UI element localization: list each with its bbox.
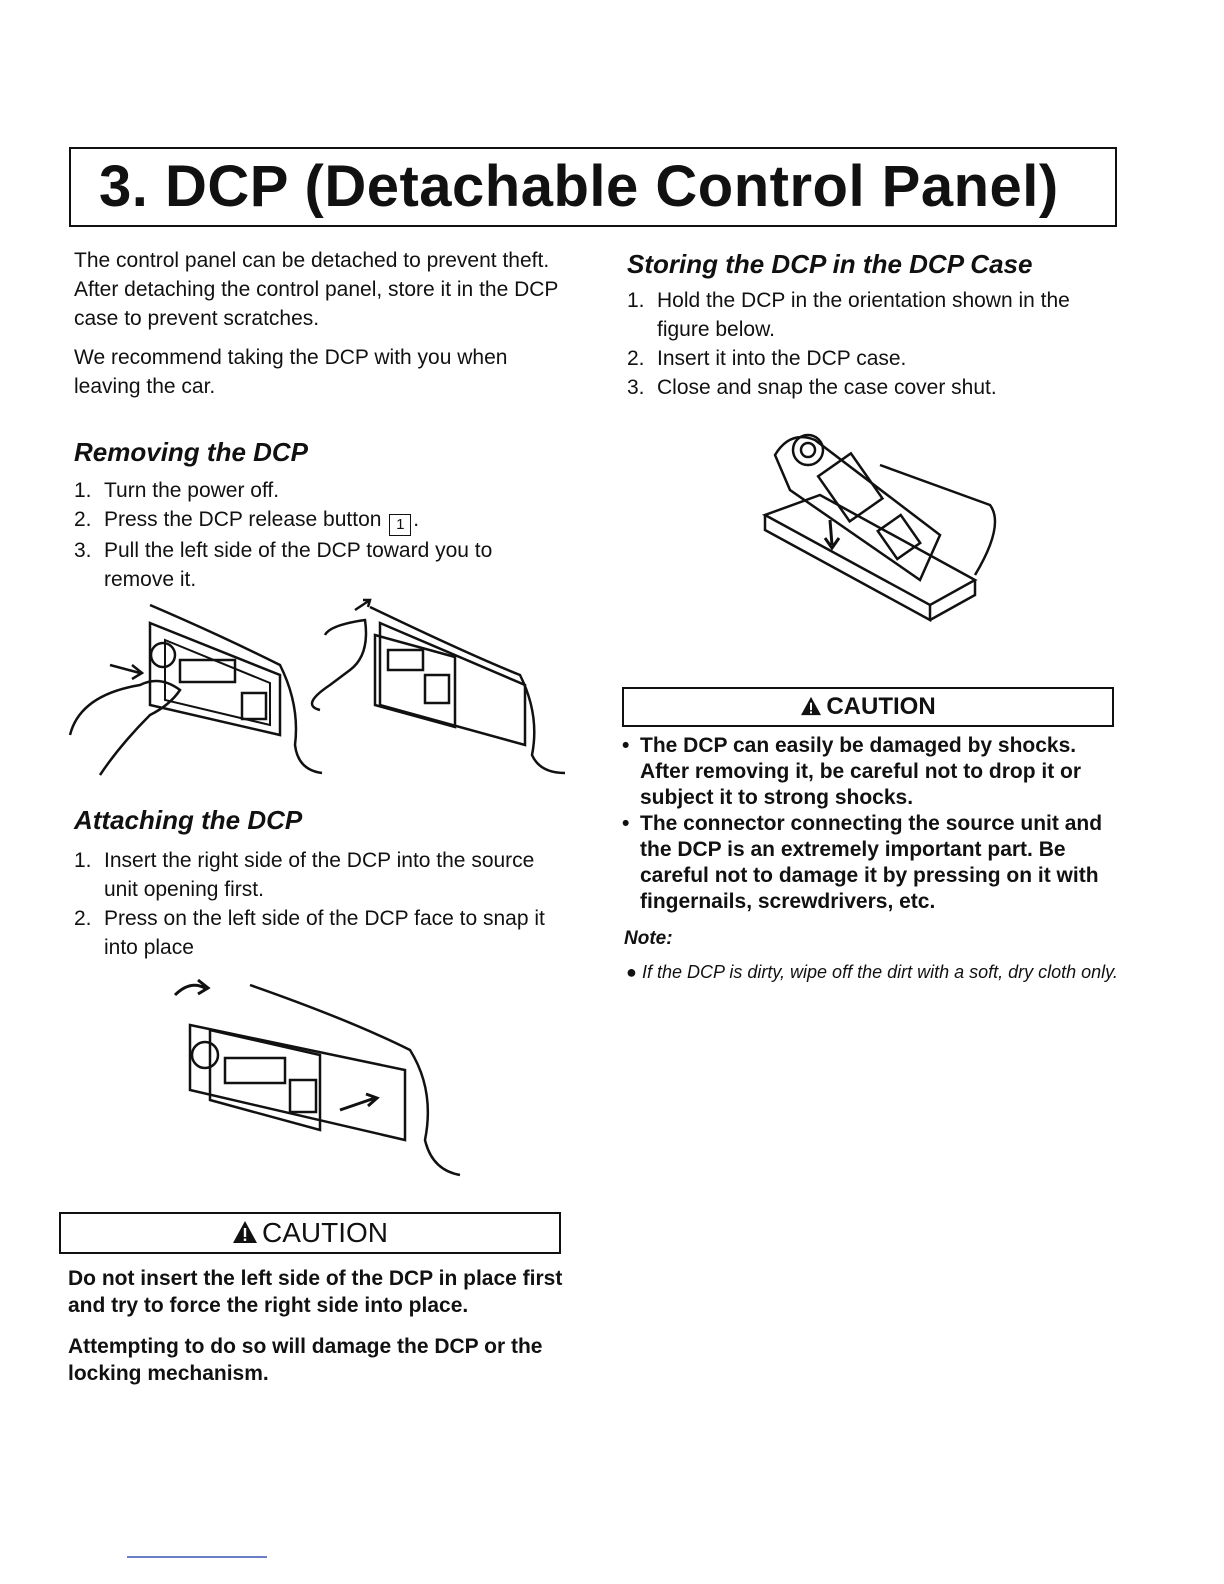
list-item: 3. Close and snap the case cover shut. [627, 373, 1119, 402]
removing-steps: 1. Turn the power off. 2. Press the DCP … [74, 476, 566, 594]
removing-section: Removing the DCP 1. Turn the power off. … [74, 436, 566, 594]
footer-divider [127, 1556, 267, 1558]
step-number: 2. [74, 907, 92, 930]
step-number: 3. [74, 539, 92, 562]
bullet-icon: • [622, 812, 630, 835]
note-label: Note: [624, 928, 673, 949]
caution-label: CAUTION [262, 1217, 388, 1248]
list-item: 1. Turn the power off. [74, 476, 566, 505]
note-section: Note: ● If the DCP is dirty, wipe off th… [624, 928, 1119, 986]
caution-paragraph-1: Do not insert the left side of the DCP i… [68, 1267, 563, 1317]
intro-section: The control panel can be detached to pre… [74, 246, 566, 411]
caution-left-body: Do not insert the left side of the DCP i… [68, 1265, 563, 1387]
list-item: 1. Hold the DCP in the orientation shown… [627, 286, 1119, 344]
bullet-icon: ● [626, 962, 637, 982]
attaching-heading: Attaching the DCP [74, 805, 303, 835]
attaching-section: Attaching the DCP 1. Insert the right si… [74, 804, 566, 962]
caution-item-text: The connector connecting the source unit… [640, 812, 1103, 913]
step-text-end: . [413, 508, 420, 531]
step-text: Insert the right side of the DCP into th… [104, 849, 535, 901]
storing-heading: Storing the DCP in the DCP Case [627, 249, 1033, 279]
warning-triangle-icon [801, 696, 822, 716]
warning-triangle-icon [233, 1221, 257, 1243]
storing-dcp-illustration [761, 433, 997, 623]
step-number: 2. [627, 347, 645, 370]
note-text: If the DCP is dirty, wipe off the dirt w… [642, 962, 1118, 982]
title-box: 3. DCP (Detachable Control Panel) [69, 147, 1117, 227]
caution-label: CAUTION [826, 693, 936, 720]
step-number: 1. [627, 289, 645, 312]
removing-heading: Removing the DCP [74, 437, 309, 467]
caution-header-right: CAUTION [622, 687, 1114, 727]
release-button-reference: 1 [389, 514, 412, 536]
list-item: • The connector connecting the source un… [620, 811, 1120, 915]
caution-item-text: The DCP can easily be damaged by shocks.… [640, 734, 1082, 809]
step-text: Pull the left side of the DCP toward you… [104, 539, 493, 591]
list-item: ● If the DCP is dirty, wipe off the dirt… [624, 958, 1119, 986]
caution-paragraph-2: Attempting to do so will damage the DCP … [68, 1335, 543, 1385]
step-number: 1. [74, 479, 92, 502]
step-text: Press the DCP release button [104, 508, 382, 531]
step-number: 2. [74, 508, 92, 531]
intro-paragraph-2: We recommend taking the DCP with you whe… [74, 346, 508, 398]
storing-section: Storing the DCP in the DCP Case 1. Hold … [627, 248, 1119, 402]
intro-paragraph-1: The control panel can be detached to pre… [74, 249, 559, 330]
list-item: 3. Pull the left side of the DCP toward … [74, 536, 566, 594]
attaching-steps: 1. Insert the right side of the DCP into… [74, 846, 566, 962]
step-text: Hold the DCP in the orientation shown in… [657, 289, 1070, 341]
step-number: 1. [74, 849, 92, 872]
step-text: Insert it into the DCP case. [657, 347, 907, 370]
caution-right-list: • The DCP can easily be damaged by shock… [620, 733, 1120, 915]
attaching-dcp-illustration [173, 978, 461, 1177]
list-item: 2. Press the DCP release button 1. [74, 505, 566, 536]
bullet-icon: • [622, 734, 630, 757]
list-item: 2. Press on the left side of the DCP fac… [74, 904, 566, 962]
list-item: • The DCP can easily be damaged by shock… [620, 733, 1120, 811]
step-text: Turn the power off. [104, 479, 280, 502]
caution-header-left: CAUTION [59, 1212, 561, 1254]
page-title: 3. DCP (Detachable Control Panel) [99, 154, 1059, 219]
storing-steps: 1. Hold the DCP in the orientation shown… [627, 286, 1119, 402]
list-item: 2. Insert it into the DCP case. [627, 344, 1119, 373]
step-number: 3. [627, 376, 645, 399]
list-item: 1. Insert the right side of the DCP into… [74, 846, 566, 904]
step-text: Close and snap the case cover shut. [657, 376, 997, 399]
step-text: Press on the left side of the DCP face t… [104, 907, 545, 959]
removing-dcp-illustration [68, 598, 566, 776]
